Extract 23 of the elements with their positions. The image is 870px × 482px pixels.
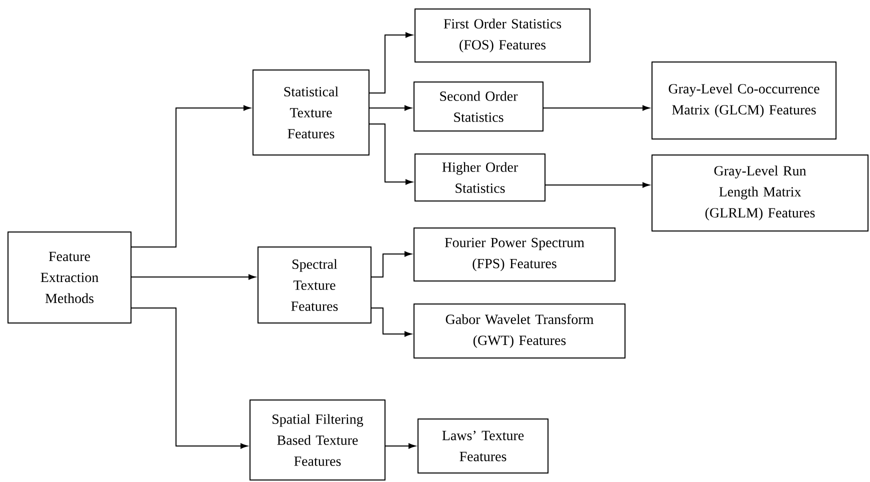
process-box: Fourier Power Spectrum (FPS) Features — [414, 228, 616, 282]
process-box: Spatial Filtering Based Texture Features — [250, 400, 386, 480]
process-box: First Order Statistics (FOS) Features — [414, 8, 590, 62]
arrow — [131, 105, 251, 248]
process-box: Feature Extraction Methods — [8, 232, 132, 324]
process-box: Higher Order Statistics — [414, 154, 546, 202]
arrow — [385, 443, 416, 449]
process-box: Second Order Statistics — [414, 82, 544, 132]
arrow — [543, 105, 650, 111]
process-box: Gabor Wavelet Transform (GWT) Features — [414, 304, 626, 358]
arrow — [369, 105, 412, 111]
arrow — [131, 274, 256, 280]
arrow — [369, 32, 413, 94]
arrow — [545, 182, 650, 188]
arrow — [371, 308, 412, 337]
arrow — [371, 251, 412, 278]
process-box: Statistical Texture Features — [252, 70, 370, 156]
process-box: Gray-Level Run Length Matrix (GLRLM) Features — [652, 154, 868, 232]
arrow — [369, 124, 413, 185]
process-box: Laws’ Texture Features — [418, 418, 548, 474]
arrow — [131, 308, 248, 449]
process-box: Gray-Level Co-occurrence Matrix (GLCM) Features — [652, 62, 836, 140]
process-box: Spectral Texture Features — [258, 246, 372, 324]
